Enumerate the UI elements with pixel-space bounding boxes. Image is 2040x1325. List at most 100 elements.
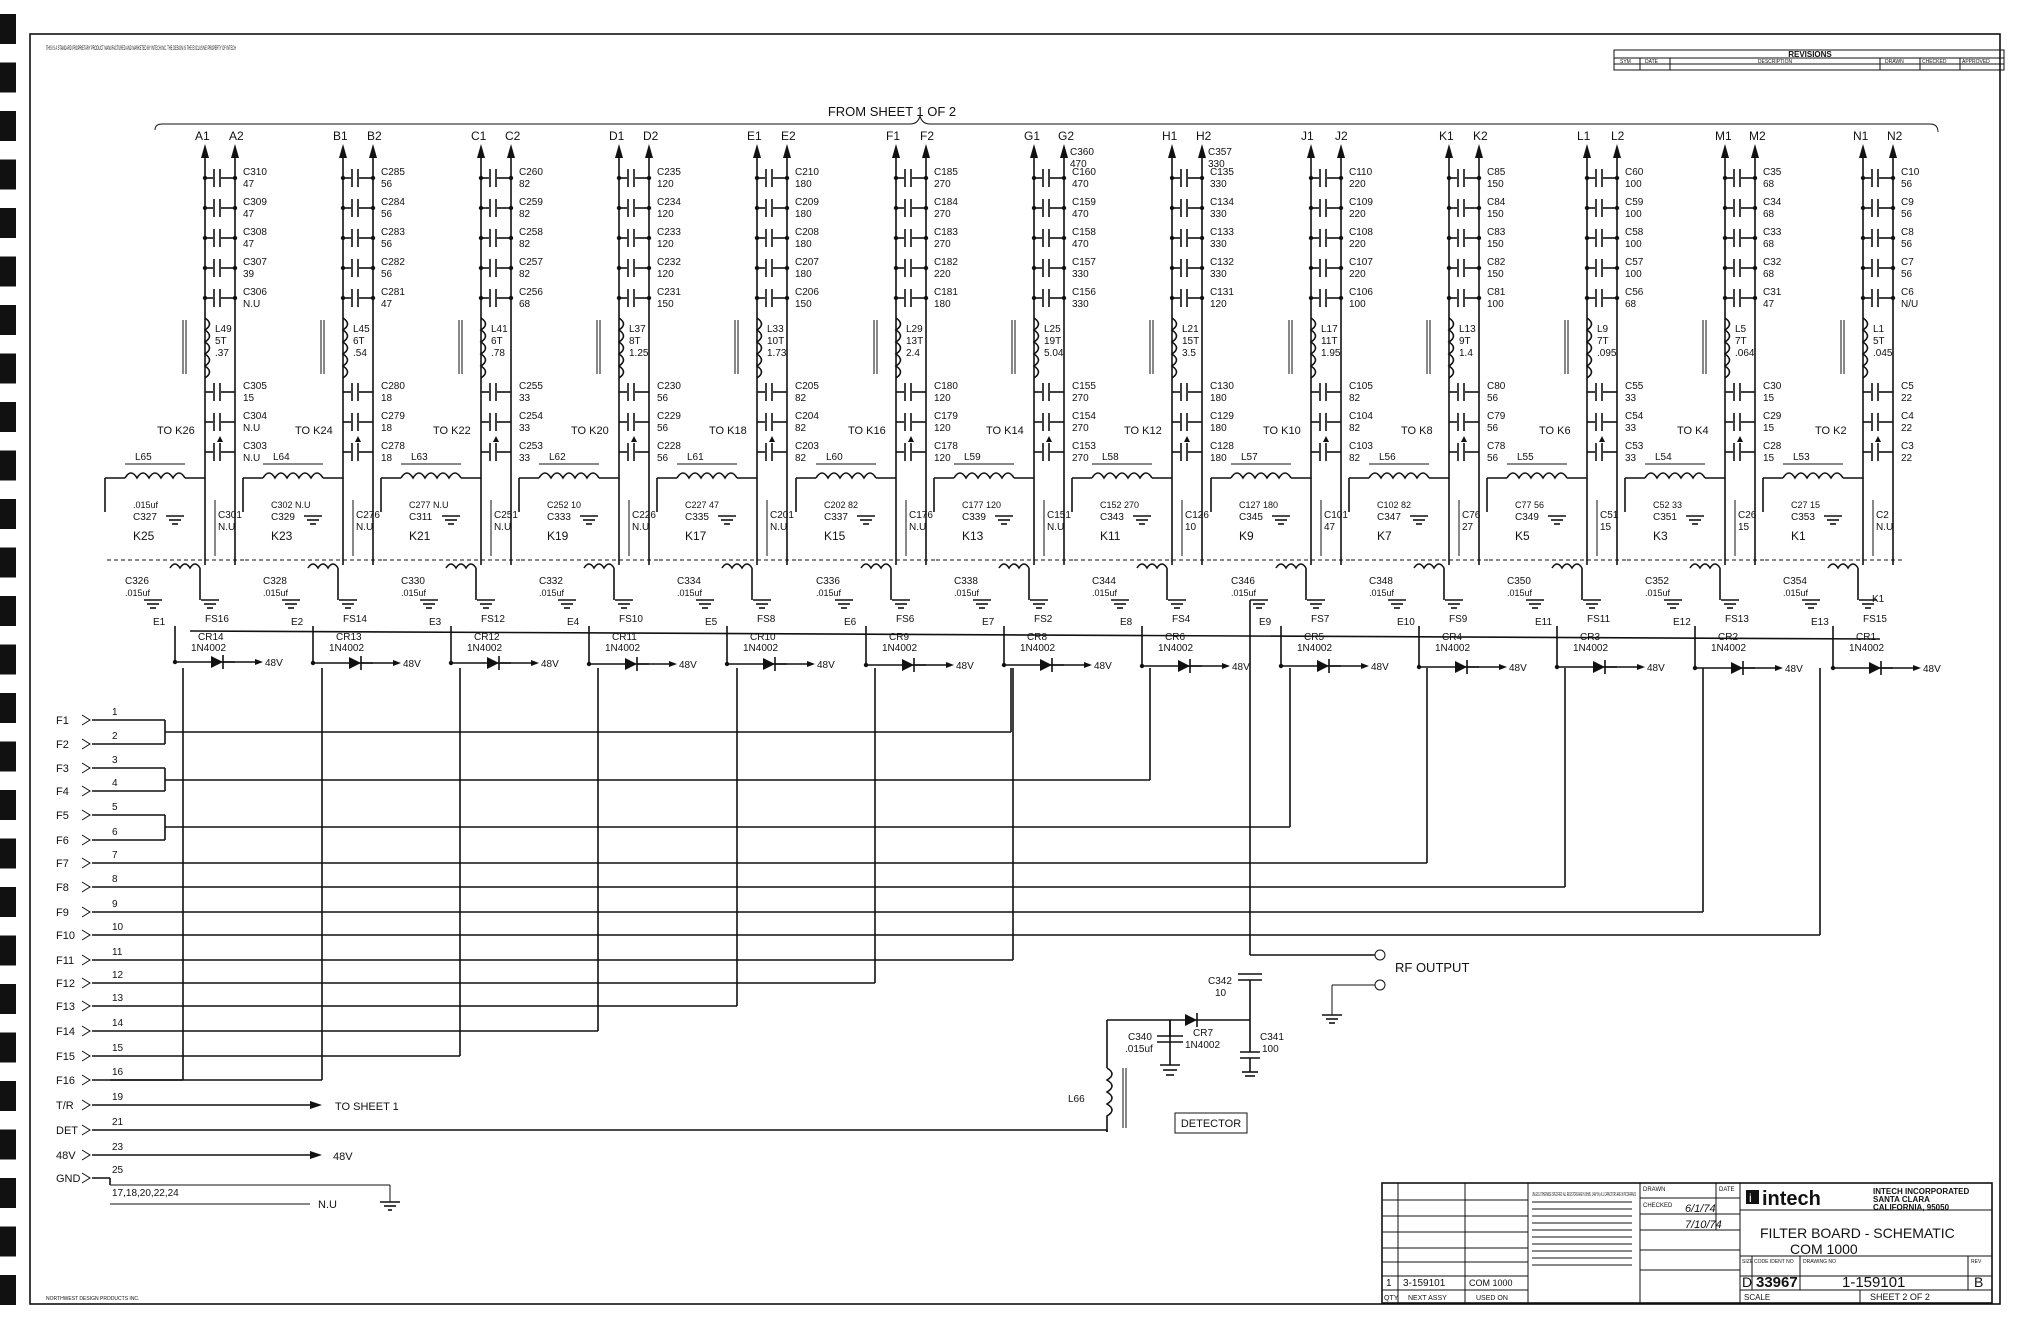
cap-value: 56 (1487, 393, 1499, 404)
relay-link-arrow (1461, 436, 1467, 442)
relay-link-label: TO K8 (1401, 425, 1433, 437)
inductor-ref: L54 (1655, 452, 1672, 463)
terminal-arrow (1583, 144, 1591, 158)
junction-dot (508, 235, 514, 241)
drawn-date: 6/1/74 (1685, 1203, 1716, 1215)
junction-dot (1031, 265, 1037, 271)
diode (211, 656, 223, 668)
cap-value: N.U (494, 522, 511, 533)
cap-value: 100 (1625, 239, 1642, 250)
rf-output-ground-jack (1374, 979, 1386, 991)
cap-ref: C329 (271, 512, 295, 523)
relay-coil (1413, 563, 1445, 570)
coil-turns: 5T (215, 336, 227, 347)
cap-ref: C10 (1901, 167, 1920, 178)
fuse-label: FS7 (1311, 614, 1330, 625)
cap-ref: C179 (934, 411, 958, 422)
relay-coil (860, 563, 892, 570)
cap-value: 56 (657, 423, 669, 434)
edge-pin: E5 (705, 617, 718, 628)
binding-marks (0, 14, 16, 1305)
connector-arrow (81, 1050, 91, 1062)
binding-mark (0, 547, 16, 578)
arrow (946, 662, 954, 668)
pin-number: 5 (112, 802, 118, 813)
cap-value: 180 (1210, 453, 1227, 464)
qty-label: QTY (1384, 1295, 1399, 1302)
coil-box (489, 320, 491, 322)
cap-ref: C76 (1462, 510, 1481, 521)
terminal-arrow (1168, 144, 1176, 158)
cap-value: 330 (1210, 239, 1227, 250)
cap-value: 68 (1763, 239, 1775, 250)
edge-pin: E3 (429, 617, 442, 628)
relay-coil (583, 563, 615, 570)
cap-value: 180 (795, 179, 812, 190)
cap-ref: C351 (1653, 512, 1677, 523)
cap-ref: C57 (1625, 257, 1644, 268)
terminal-label: H1 (1162, 129, 1178, 143)
junction-dot (202, 175, 208, 181)
inductor-ref: L65 (135, 452, 152, 463)
connector-arrow (81, 881, 91, 893)
pin-number: 4 (112, 778, 118, 789)
junction-dot (370, 235, 376, 241)
junction-dot (1614, 295, 1620, 301)
filter-coil (1032, 317, 1040, 379)
filter-coil (894, 317, 902, 379)
rev-col-approved: APPROVED (1962, 59, 1990, 65)
fuse-label: FS13 (1725, 614, 1749, 625)
cap-ref: C176 (909, 510, 933, 521)
relay-link-label: TO K26 (157, 425, 195, 437)
junction-dot (202, 265, 208, 271)
terminal-label: A2 (229, 129, 244, 143)
relay-coil (1689, 563, 1721, 570)
cap-ref: C350 (1507, 576, 1531, 587)
junction-dot (508, 205, 514, 211)
junction-dot (232, 295, 238, 301)
cap-ref: C53 (1625, 441, 1644, 452)
coil-box (351, 320, 353, 322)
cap-ref: C327 (133, 512, 157, 523)
junction-dot (1752, 265, 1758, 271)
input-pin-f4: F44 (56, 778, 118, 798)
cap-value: 82 (519, 269, 531, 280)
junction-dot (1584, 295, 1590, 301)
pin-number: 16 (112, 1067, 124, 1078)
cap-value: 47 (1763, 299, 1775, 310)
connector-arrow (81, 762, 91, 774)
cap-value: 150 (1487, 269, 1504, 280)
cap-ref: C301 (218, 510, 242, 521)
cap-ref: C233 (657, 227, 681, 238)
proprietary-note: THIS IS A STANDARD PROPRIETARY PRODUCT M… (46, 46, 236, 52)
cap-value: 270 (934, 239, 951, 250)
rf-output-jack[interactable] (1374, 949, 1386, 961)
cap-ref: C130 (1210, 381, 1234, 392)
input-name: F8 (56, 882, 69, 894)
diode-part: 1N4002 (1711, 643, 1746, 654)
coil-ref: L1 (1873, 324, 1885, 335)
relay-coil (307, 563, 339, 570)
edge-pin: E10 (1397, 617, 1415, 628)
coil-ref: L25 (1044, 324, 1061, 335)
cap-value: 33 (1625, 393, 1637, 404)
diode (487, 657, 499, 669)
junction-dot (202, 295, 208, 301)
relay-ref: K15 (824, 529, 846, 543)
binding-mark (0, 887, 16, 917)
cap-ref: C110 (1349, 167, 1373, 178)
binding-mark (0, 14, 16, 44)
series-inductor (953, 472, 1015, 480)
drawn-label: DRAWN (1643, 1187, 1665, 1193)
coil-box (213, 320, 215, 322)
sheet-border (29, 33, 2001, 1305)
diode-part: 1N4002 (191, 643, 226, 654)
voltage-label: 48V (1094, 661, 1112, 672)
terminal-label: M2 (1749, 129, 1766, 143)
cap-value: 56 (1901, 209, 1913, 220)
connector-arrow (81, 977, 91, 989)
junction-dot (1031, 295, 1037, 301)
